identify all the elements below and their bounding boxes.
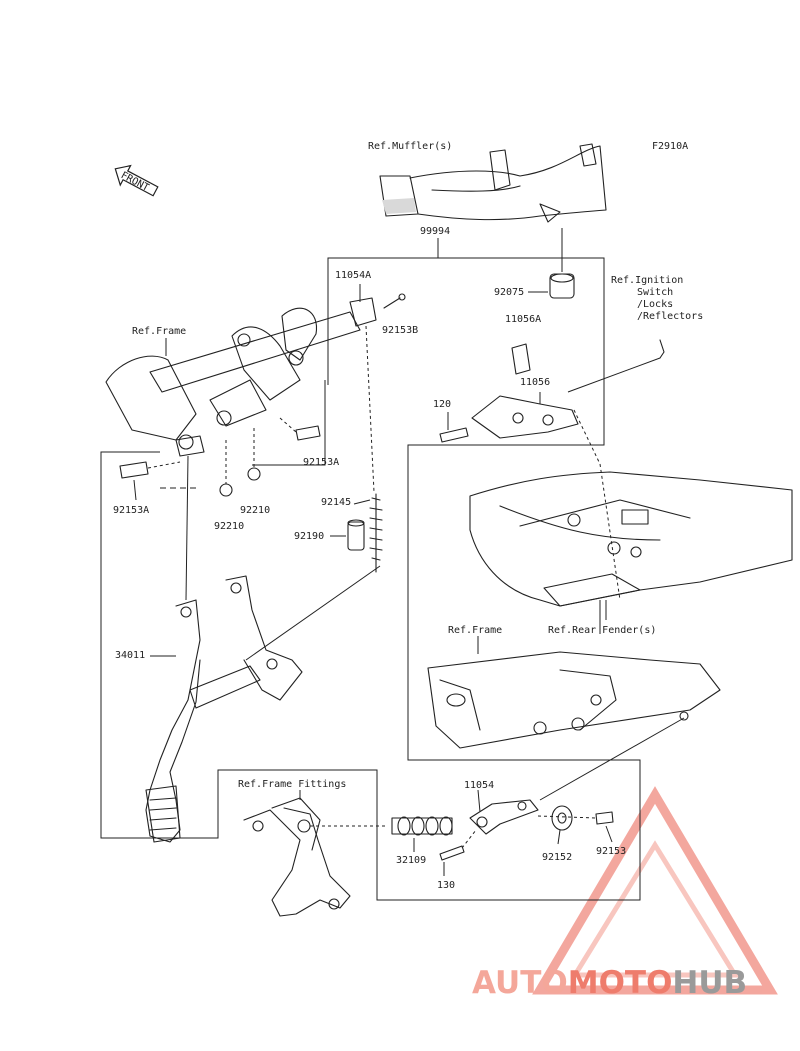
part-92153A-mid: 92153A [303, 457, 340, 468]
part-11056A: 11056A [505, 314, 542, 325]
watermark-part-3: HUB [672, 965, 748, 1001]
front-arrow-icon [114, 164, 159, 197]
part-92190: 92190 [294, 531, 325, 542]
rear-fender-sketch [469, 339, 793, 620]
ref-rear-fender-label: Ref.Rear Fender(s) [548, 625, 657, 636]
link-rod [245, 565, 685, 801]
bracket-11054A [349, 284, 406, 327]
part-11054: 11054 [464, 780, 495, 791]
center-stand-34011 [145, 455, 303, 843]
part-92210-b: 92210 [240, 505, 271, 516]
bolts-92153A [119, 417, 321, 479]
spring-92145 [365, 325, 383, 573]
frame-shaft-upper [105, 307, 361, 457]
ref-ignition-line3: /Locks [637, 299, 674, 310]
part-130: 130 [437, 880, 456, 891]
leader-lines [133, 238, 613, 876]
part-92153: 92153 [596, 846, 627, 857]
group-frames [100, 257, 641, 901]
part-34011: 34011 [115, 650, 146, 661]
part-11054A: 11054A [335, 270, 372, 281]
part-92145: 92145 [321, 497, 352, 508]
ref-frame-top-label: Ref.Frame [132, 326, 187, 337]
muffler-sketch [379, 143, 607, 223]
part-92153A-left: 92153A [113, 505, 150, 516]
damper-32109 [391, 816, 453, 836]
ref-ignition-line1: Ref.Ignition [611, 275, 684, 286]
collar-92190 [347, 519, 365, 551]
watermark-part-1: AUTO [472, 965, 568, 1001]
ref-muffler-label: Ref.Muffler(s) [368, 141, 453, 152]
ref-frame-fittings-label: Ref.Frame Fittings [238, 779, 347, 790]
bracket-11056 [439, 343, 601, 465]
part-92153B: 92153B [382, 325, 419, 336]
part-99994: 99994 [420, 226, 451, 237]
watermark-triangle [532, 786, 778, 995]
part-92210-a: 92210 [214, 521, 245, 532]
watermark-part-2: MOTO [567, 965, 673, 1001]
rubber-bushing-92075 [549, 228, 575, 299]
frame-fittings-sketch [243, 790, 388, 917]
part-92152: 92152 [542, 852, 573, 863]
watermark-logo: AUTOMOTOHUB [472, 965, 747, 1001]
part-92075: 92075 [494, 287, 525, 298]
frame-right-sketch [427, 636, 721, 749]
nuts-92210 [219, 428, 261, 497]
part-120: 120 [433, 399, 452, 410]
part-11056: 11056 [520, 377, 551, 388]
diagram-id: F2910A [652, 141, 689, 152]
ref-ignition-line2: Switch [637, 287, 674, 298]
ref-ignition-line4: /Reflectors [637, 311, 704, 322]
ref-frame-right-label: Ref.Frame [448, 625, 503, 636]
part-32109: 32109 [396, 855, 427, 866]
bracket-11054 [439, 799, 614, 861]
